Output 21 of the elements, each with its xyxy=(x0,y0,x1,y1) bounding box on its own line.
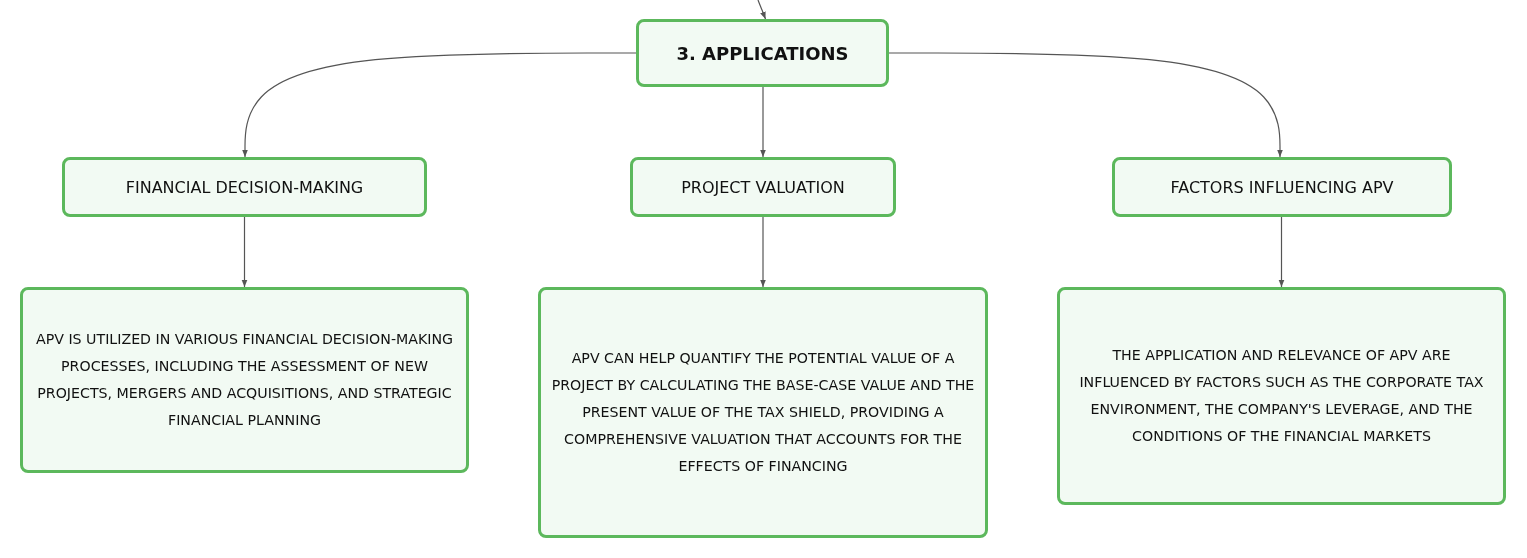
description-text: APV IS UTILIZED IN VARIOUS FINANCIAL DECISION-MAKING PROCESSES, INCLUDING THE ASSESSMENT OF NEW PROJECTS, MERGERS AND ACQUISITIONS, AND STRATEGIC FINANCIAL PLANNING xyxy=(34,330,455,430)
subtopic-title: FACTORS INFLUENCING APV xyxy=(1170,177,1394,197)
arrow xyxy=(757,0,767,20)
arrow xyxy=(241,216,248,288)
description-box xyxy=(20,287,469,473)
topic-title: 3. APPLICATIONS xyxy=(676,42,849,64)
subtopic-box xyxy=(62,157,427,217)
arrow xyxy=(760,86,766,158)
subtopic-box xyxy=(630,157,896,217)
arrow xyxy=(1278,216,1285,288)
description-text: APV CAN HELP QUANTIFY THE POTENTIAL VALUE OF A PROJECT BY CALCULATING THE BASE-CASE VALUE AND THE PRESENT VALUE OF THE TAX SHIELD, PROVIDING A COMPREHENSIVE VALUATION THAT ACCOUNTS FOR THE EFFECTS OF FINANCING xyxy=(551,349,975,476)
main-topic-box xyxy=(636,19,889,87)
subtopic-box xyxy=(1112,157,1452,217)
description-box xyxy=(538,287,988,538)
description-box xyxy=(1057,287,1506,505)
subtopic-title: PROJECT VALUATION xyxy=(681,177,845,197)
arrow xyxy=(760,216,766,288)
subtopic-title: FINANCIAL DECISION-MAKING xyxy=(125,177,364,197)
description-text: THE APPLICATION AND RELEVANCE OF APV ARE INFLUENCED BY FACTORS SUCH AS THE CORPORATE TAX ENVIRONMENT, THE COMPANY'S LEVERAGE, AND THE CONDITIONS OF THE FINANCIAL MARKETS xyxy=(1078,346,1485,446)
arrow xyxy=(242,52,637,158)
arrow xyxy=(888,52,1283,158)
